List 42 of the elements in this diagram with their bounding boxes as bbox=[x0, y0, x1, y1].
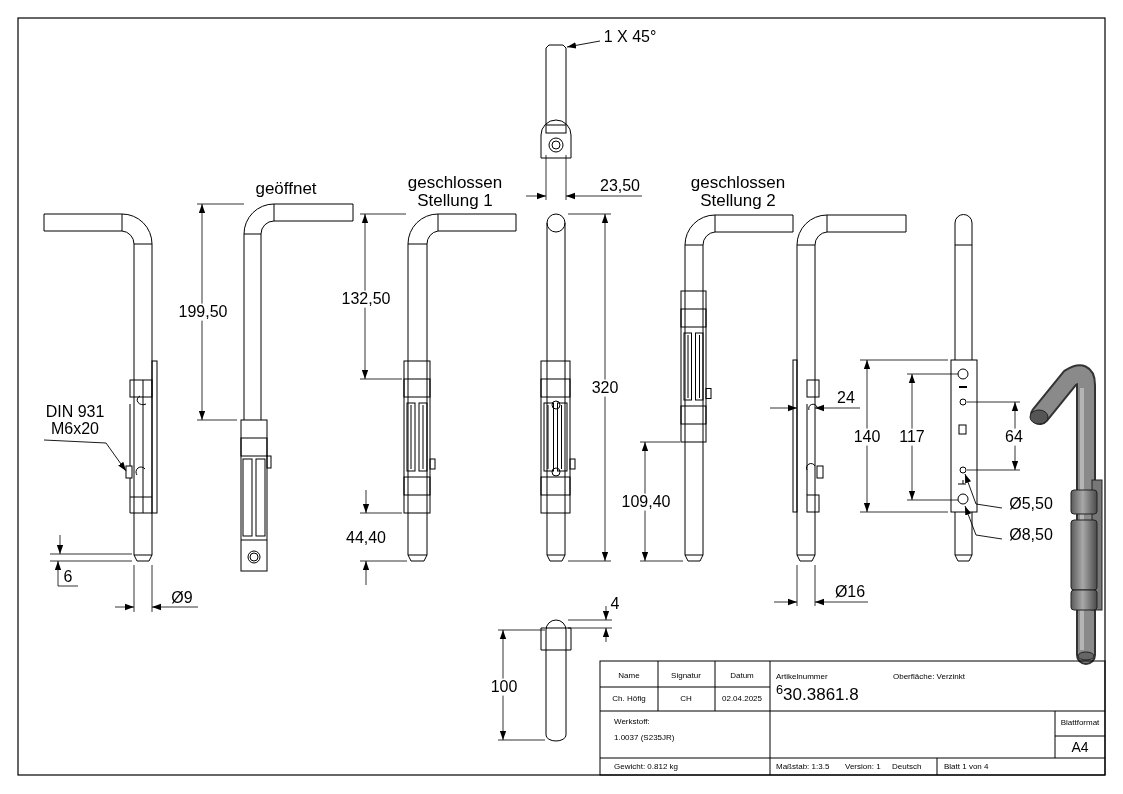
callout-text: 1 X 45° bbox=[603, 28, 657, 46]
field-label: Oberfläche: Verzinkt bbox=[893, 672, 966, 682]
table-value: 1.0037 (S235JR) bbox=[614, 733, 675, 743]
field-label: Blattformat bbox=[1060, 718, 1100, 728]
dimension-value: 44,40 bbox=[346, 529, 386, 547]
table-header: Name bbox=[618, 671, 640, 681]
table-value: Ch. Höfig bbox=[612, 694, 646, 704]
view-caption: geschlossen Stellung 1 bbox=[406, 174, 504, 210]
dimension-value: 24 bbox=[837, 389, 855, 407]
callout-text: Ø8,50 bbox=[1009, 526, 1053, 544]
table-header: Datum bbox=[730, 671, 754, 681]
dimension-value: 100 bbox=[488, 678, 520, 696]
callout-text: DIN 931 M6x20 bbox=[44, 404, 106, 438]
table-value: Version: 1 bbox=[845, 762, 881, 772]
field-label: Artikelnummer bbox=[776, 672, 828, 682]
callout-text: Ø5,50 bbox=[1009, 495, 1053, 513]
dimension-value: 109,40 bbox=[619, 493, 673, 511]
view-caption: geöffnet bbox=[255, 180, 317, 198]
article-number: $^{6}$30.3861.8 bbox=[776, 686, 859, 704]
dimension-value: 117 bbox=[897, 428, 927, 446]
table-header: Signatur bbox=[671, 671, 701, 681]
table-value: A4 bbox=[1071, 739, 1089, 755]
table-value: CH bbox=[680, 694, 692, 704]
table-value: Deutsch bbox=[892, 762, 922, 772]
dimension-value: Ø9 bbox=[171, 589, 193, 607]
top-view-drawing bbox=[540, 44, 572, 159]
dimension-value: 199,50 bbox=[176, 303, 230, 321]
dimension-value: Ø16 bbox=[834, 583, 866, 601]
table-value: 02.04.2025 bbox=[722, 694, 762, 704]
dimension-value: 64 bbox=[1003, 428, 1025, 446]
dimension-value: 132,50 bbox=[339, 290, 393, 308]
field-label: Werkstoff: bbox=[614, 717, 650, 727]
dimension-value: 140 bbox=[851, 428, 883, 446]
table-value: Blatt 1 von 4 bbox=[944, 762, 989, 772]
view-caption: geschlossen Stellung 2 bbox=[689, 174, 787, 210]
dimension-value: 4 bbox=[610, 595, 620, 613]
table-value: Maßstab: 1:3.5 bbox=[776, 762, 830, 772]
bolt-head bbox=[125, 465, 133, 479]
dimension-value: 320 bbox=[589, 379, 621, 397]
dimension-value: 23,50 bbox=[600, 177, 640, 195]
table-value: Gewicht: 0.812 kg bbox=[614, 762, 679, 772]
dimension-value: 6 bbox=[63, 568, 73, 586]
